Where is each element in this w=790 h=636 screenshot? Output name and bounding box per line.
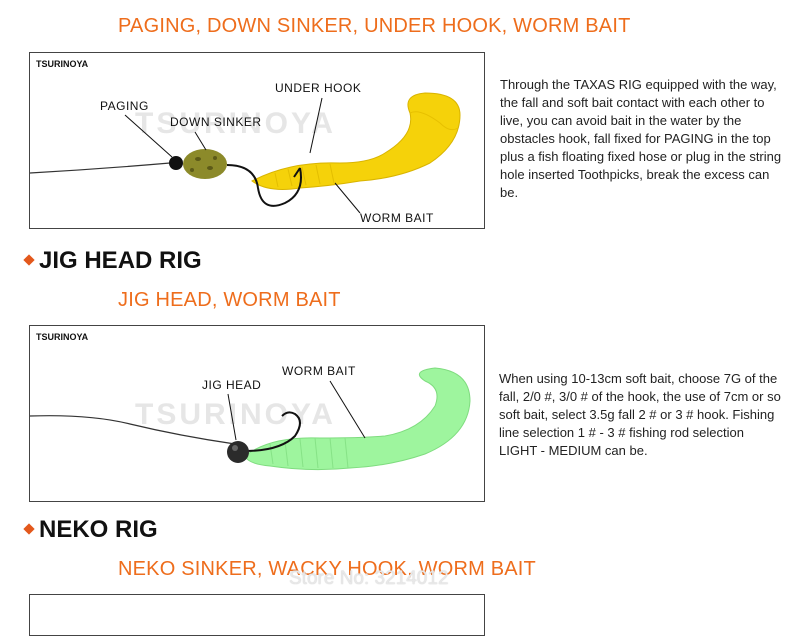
jig-rig-diagram: TSURINOYA TSURINOYA JIG HEAD WORM BAIT: [29, 325, 485, 502]
texas-hook: [226, 164, 302, 207]
neko-heading-bullet-icon: [23, 523, 35, 535]
texas-rig-diagram: TSURINOYA TSURINOYA PAGING: [29, 52, 485, 229]
texas-rig-description: Through the TAXAS RIG equipped with the …: [500, 77, 782, 200]
texas-rig-components: PAGING, DOWN SINKER, UNDER HOOK, WORM BA…: [118, 15, 631, 37]
texas-brand-logo: TSURINOYA: [36, 59, 89, 69]
jig-hook: [244, 411, 301, 452]
neko-rig-diagram: [29, 594, 485, 636]
store-watermark: Store No: 3214012: [289, 568, 449, 589]
fishing-line: [30, 415, 236, 445]
neko-rig-components: NEKO SINKER, WACKY HOOK, WORM BAIT: [118, 558, 536, 580]
texas-rig-illustration: TSURINOYA TSURINOYA PAGING: [30, 59, 461, 225]
label-jig-worm-bait: WORM BAIT: [282, 364, 356, 378]
jig-rig-components: JIG HEAD, WORM BAIT: [118, 289, 341, 311]
jig-heading-bullet-icon: [23, 254, 35, 266]
label-worm-bait: WORM BAIT: [360, 211, 434, 225]
paging-bead: [169, 156, 183, 170]
label-under-hook: UNDER HOOK: [275, 81, 361, 95]
neko-rig-heading: NEKO RIG: [39, 516, 158, 543]
jig-head-rig-heading: JIG HEAD RIG: [39, 247, 202, 274]
label-paging: PAGING: [100, 99, 149, 113]
label-jig-head: JIG HEAD: [202, 378, 261, 392]
texas-worm-bait: [251, 92, 461, 190]
texas-diagram-watermark: TSURINOYA: [135, 107, 336, 140]
jig-brand-logo: TSURINOYA: [36, 332, 89, 342]
jig-rig-description: When using 10-13cm soft bait, choose 7G …: [499, 371, 781, 458]
jig-rig-illustration: TSURINOYA TSURINOYA JIG HEAD WORM BAIT: [30, 332, 471, 471]
label-down-sinker: DOWN SINKER: [170, 115, 262, 129]
jig-head-ball: [227, 441, 249, 463]
jig-worm-bait: [244, 367, 471, 471]
fishing-line: [30, 162, 171, 174]
down-sinker: [183, 149, 227, 179]
jig-diagram-watermark: TSURINOYA: [135, 398, 336, 431]
